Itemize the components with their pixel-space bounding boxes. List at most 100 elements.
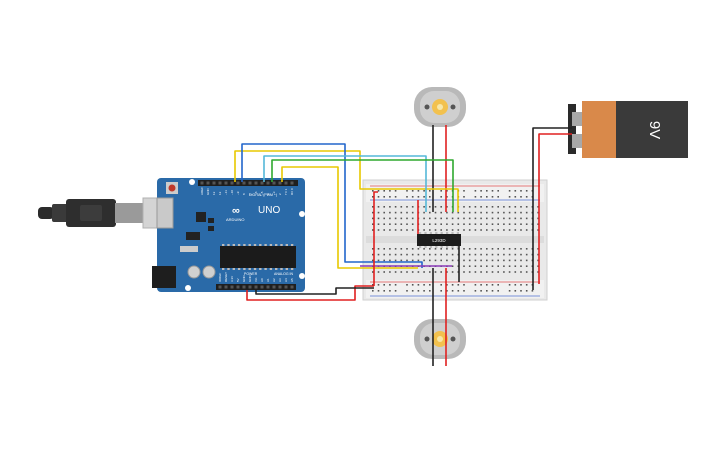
header-pin[interactable] xyxy=(200,181,204,185)
wire-yellow[interactable] xyxy=(281,166,418,269)
wire-yellow[interactable] xyxy=(234,150,459,212)
header-pin[interactable] xyxy=(290,181,294,185)
breadboard-hole xyxy=(451,284,454,286)
digital-label: DIGITAL (PWM ~) xyxy=(249,193,277,197)
breadboard-hole xyxy=(520,196,522,198)
header-pin[interactable] xyxy=(284,181,288,185)
breadboard-hole xyxy=(377,196,380,198)
ic-pin xyxy=(451,246,454,248)
breadboard-hole xyxy=(429,229,431,231)
breadboard-hole xyxy=(463,229,465,231)
header-pin[interactable] xyxy=(272,285,276,289)
breadboard-hole xyxy=(451,259,454,262)
breadboard-hole xyxy=(514,265,517,267)
header-pin[interactable] xyxy=(218,181,222,185)
breadboard-hole xyxy=(537,217,539,220)
breadboard-hole xyxy=(514,253,517,256)
breadboard-hole xyxy=(457,229,460,231)
header-pin[interactable] xyxy=(218,285,222,289)
arduino-board[interactable]: ∞ UNO ARDUINO DIGITAL (PWM ~) POWER ANAL… xyxy=(152,178,305,292)
breadboard-hole xyxy=(377,190,380,192)
breadboard-hole xyxy=(480,265,482,267)
reset-button[interactable] xyxy=(168,184,176,192)
ic-pin xyxy=(269,268,273,270)
pin-label: 7 xyxy=(248,193,252,195)
breadboard-hole xyxy=(503,248,505,250)
breadboard-hole xyxy=(514,229,517,231)
wire-red[interactable] xyxy=(373,191,378,286)
breadboard-hole xyxy=(474,284,477,286)
header-pin[interactable] xyxy=(224,285,228,289)
breadboard-hole xyxy=(491,223,494,225)
header-pin[interactable] xyxy=(266,285,270,289)
breadboard-hole xyxy=(503,211,505,214)
wire-blue[interactable] xyxy=(241,143,423,268)
ic-pin xyxy=(290,268,294,270)
header-pin[interactable] xyxy=(236,285,240,289)
ic-pin xyxy=(248,244,251,246)
header-pin[interactable] xyxy=(290,285,294,289)
header-pin[interactable] xyxy=(284,285,288,289)
breadboard-hole xyxy=(451,271,454,273)
motor-icon[interactable] xyxy=(414,87,466,127)
wire-cyan[interactable] xyxy=(263,155,427,212)
pin-label: A5 xyxy=(290,278,294,282)
usb-cable-icon[interactable] xyxy=(38,197,174,229)
breadboard-hole xyxy=(474,206,477,208)
header-pin[interactable] xyxy=(242,181,246,185)
breadboard-hole xyxy=(400,253,403,256)
breadboard-hole xyxy=(525,206,528,208)
header-pin[interactable] xyxy=(248,181,252,185)
header-pin[interactable] xyxy=(260,181,264,185)
wire-black[interactable] xyxy=(532,127,572,290)
ic-pin xyxy=(290,244,294,246)
breadboard-hole xyxy=(525,248,528,250)
breadboard-hole xyxy=(434,223,437,225)
header-pin[interactable] xyxy=(266,181,270,185)
header-pin[interactable] xyxy=(278,181,282,185)
breadboard-hole xyxy=(508,253,511,256)
wire-red[interactable] xyxy=(538,133,572,284)
wire-green[interactable] xyxy=(271,159,454,212)
ic-pin xyxy=(269,244,273,246)
wire-red[interactable] xyxy=(246,285,374,301)
breadboard-hole xyxy=(446,253,448,256)
header-pin[interactable] xyxy=(236,181,240,185)
header-pin[interactable] xyxy=(254,181,258,185)
breadboard-hole xyxy=(389,223,391,225)
header-pin[interactable] xyxy=(242,285,246,289)
pin-label: A4 xyxy=(284,278,288,282)
header-pin[interactable] xyxy=(254,285,258,289)
breadboard-hole xyxy=(383,259,385,262)
header-pin[interactable] xyxy=(278,285,282,289)
pin-label: GND xyxy=(242,275,246,283)
battery-icon[interactable]: 9V xyxy=(568,101,688,158)
breadboard-hole xyxy=(486,190,488,192)
header-pin[interactable] xyxy=(212,181,216,185)
breadboard-hole xyxy=(400,259,403,262)
breadboard-hole xyxy=(480,271,482,273)
pin-label: A2 xyxy=(272,278,276,282)
header-pin[interactable] xyxy=(230,181,234,185)
breadboard-hole xyxy=(497,229,499,231)
breadboard-hole xyxy=(446,217,448,220)
header-pin[interactable] xyxy=(224,181,228,185)
motor-icon[interactable] xyxy=(414,319,466,359)
header-pin[interactable] xyxy=(206,181,210,185)
breadboard-hole xyxy=(372,253,374,256)
breadboard-hole xyxy=(457,290,460,292)
header-pin[interactable] xyxy=(260,285,264,289)
breadboard-hole xyxy=(417,290,420,292)
pin-label: AREF xyxy=(200,187,204,195)
breadboard-hole xyxy=(423,284,425,286)
breadboard-hole xyxy=(537,211,539,214)
pin-label: A1 xyxy=(266,278,270,282)
header-pin[interactable] xyxy=(230,285,234,289)
breadboard-hole xyxy=(525,190,528,192)
breadboard-hole xyxy=(446,211,448,214)
wire-black[interactable] xyxy=(255,287,374,295)
header-pin[interactable] xyxy=(248,285,252,289)
header-pin[interactable] xyxy=(272,181,276,185)
chip-icon[interactable]: L293D xyxy=(417,232,461,248)
